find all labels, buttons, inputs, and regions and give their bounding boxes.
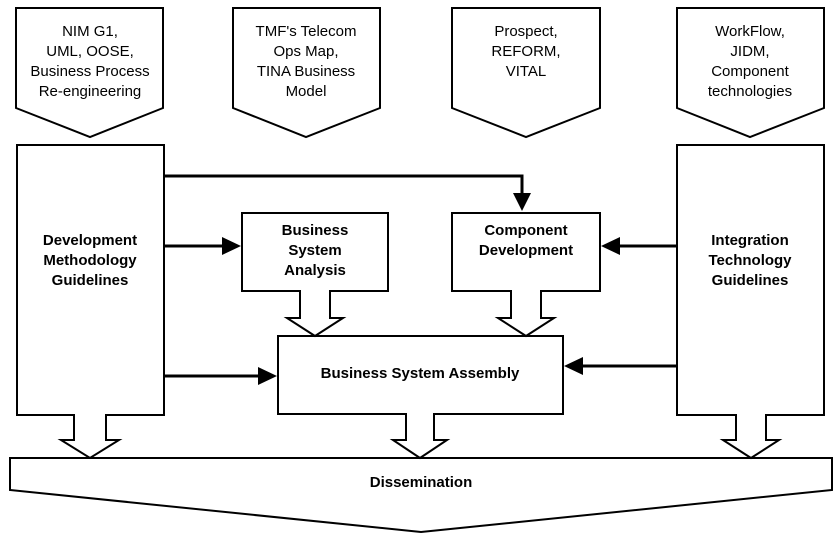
connector-integration-to-assembly <box>564 357 677 375</box>
input-3-line-2: REFORM, <box>491 43 560 60</box>
input-1-line-3: Business Process <box>30 63 149 80</box>
assembly-label: Business System Assembly <box>321 365 520 382</box>
input-1-line-4: Re-engineering <box>39 83 142 100</box>
connector-dev-to-component <box>164 174 531 211</box>
component-dev-line-2: Development <box>479 242 573 259</box>
input-1-line-1: NIM G1, <box>62 23 118 40</box>
dissemination-block: Dissemination <box>9 457 833 534</box>
input-2-line-3: TINA Business <box>257 63 355 80</box>
connector-dev-to-assembly <box>164 367 277 385</box>
dev-methodology-block: Development Methodology Guidelines <box>16 144 165 460</box>
input-block-2: TMF's Telecom Ops Map, TINA Business Mod… <box>232 7 381 139</box>
input-block-3: Prospect, REFORM, VITAL <box>451 7 601 139</box>
assembly-block: Business System Assembly <box>277 335 564 460</box>
integration-block: Integration Technology Guidelines <box>676 144 825 460</box>
component-dev-line-1: Component <box>484 222 567 239</box>
business-analysis-line-1: Business <box>282 222 349 239</box>
input-4-line-1: WorkFlow, <box>715 23 785 40</box>
input-block-1: NIM G1, UML, OOSE, Business Process Re-e… <box>15 7 164 139</box>
business-analysis-line-2: System <box>288 242 341 259</box>
integration-line-1: Integration <box>711 232 789 249</box>
input-2-line-4: Model <box>286 83 327 100</box>
integration-line-2: Technology <box>708 252 792 269</box>
input-4-line-3: Component <box>711 63 789 80</box>
input-4-line-2: JIDM, <box>730 43 769 60</box>
input-2-line-2: Ops Map, <box>273 43 338 60</box>
dissemination-label: Dissemination <box>370 474 473 491</box>
dev-methodology-line-1: Development <box>43 232 137 249</box>
input-1-line-2: UML, OOSE, <box>46 43 134 60</box>
input-3-line-1: Prospect, <box>494 23 557 40</box>
business-analysis-line-3: Analysis <box>284 262 346 279</box>
input-4-line-4: technologies <box>708 83 792 100</box>
dev-methodology-line-3: Guidelines <box>52 272 129 289</box>
integration-line-3: Guidelines <box>712 272 789 289</box>
connector-dev-to-analysis <box>164 237 241 255</box>
input-block-4: WorkFlow, JIDM, Component technologies <box>676 7 825 139</box>
input-3-line-3: VITAL <box>506 63 547 80</box>
dev-methodology-line-2: Methodology <box>43 252 137 269</box>
business-analysis-block: Business System Analysis <box>241 212 389 338</box>
component-dev-block: Component Development <box>451 212 601 338</box>
input-2-line-1: TMF's Telecom <box>256 23 357 40</box>
connector-integration-to-component <box>601 237 677 255</box>
